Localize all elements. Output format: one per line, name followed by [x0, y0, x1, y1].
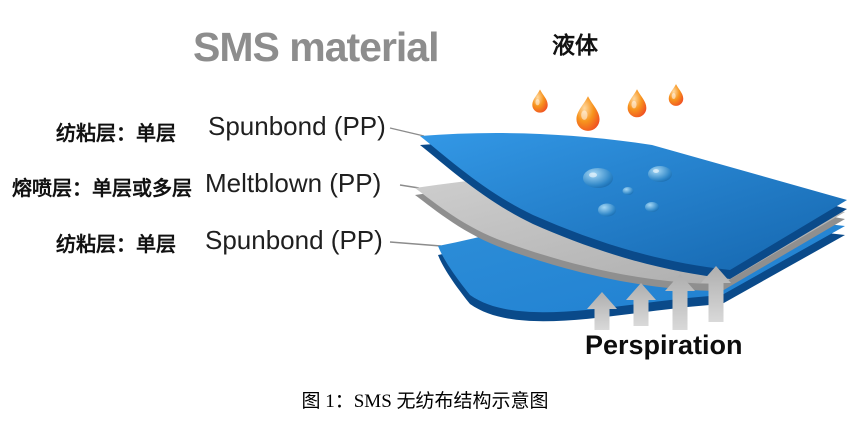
up-arrow-icon — [626, 283, 656, 326]
water-droplet — [598, 203, 616, 217]
sheet-top-spunbond — [420, 133, 847, 279]
layer-label-cn-spunbond-bottom: 纺粘层：单层 — [56, 234, 176, 256]
diagram-title: SMS material — [193, 24, 439, 70]
layer-label-en-spunbond-bottom: Spunbond (PP) — [205, 225, 383, 255]
up-arrow-icon — [587, 292, 617, 330]
connector-line-spunbond-bottom — [389, 241, 442, 247]
water-droplet — [583, 168, 613, 188]
up-arrow-icon — [701, 266, 731, 322]
layer-label-cn-meltblown: 熔喷层：单层或多层 — [12, 178, 192, 200]
liquid-droplets — [532, 84, 684, 131]
water-droplet — [648, 166, 672, 182]
perspiration-arrows — [587, 266, 731, 330]
water-droplet — [622, 187, 634, 195]
sheet-top-face — [420, 133, 847, 270]
water-droplet-highlight — [589, 172, 597, 178]
connector-line-meltblown — [399, 184, 420, 189]
figure-caption: 图 1：SMS 无纺布结构示意图 — [301, 391, 549, 412]
layer-label-en-spunbond-top: Spunbond (PP) — [208, 111, 386, 141]
perspiration-label: Perspiration — [585, 330, 743, 360]
water-droplet-highlight — [653, 169, 659, 173]
liquid-label: 液体 — [552, 33, 598, 58]
liquid-droplet — [532, 89, 548, 113]
label-connector-lines — [389, 127, 442, 247]
up-arrow-icon — [665, 274, 695, 330]
liquid-droplet — [576, 96, 600, 131]
water-droplet — [645, 202, 659, 212]
connector-line-spunbond-top — [389, 127, 425, 137]
water-droplets-on-sheet — [583, 166, 672, 217]
layer-label-cn-spunbond-top: 纺粘层：单层 — [56, 123, 176, 145]
liquid-droplet — [668, 84, 684, 106]
layer-label-en-meltblown: Meltblown (PP) — [205, 168, 382, 198]
liquid-droplet — [627, 89, 647, 118]
